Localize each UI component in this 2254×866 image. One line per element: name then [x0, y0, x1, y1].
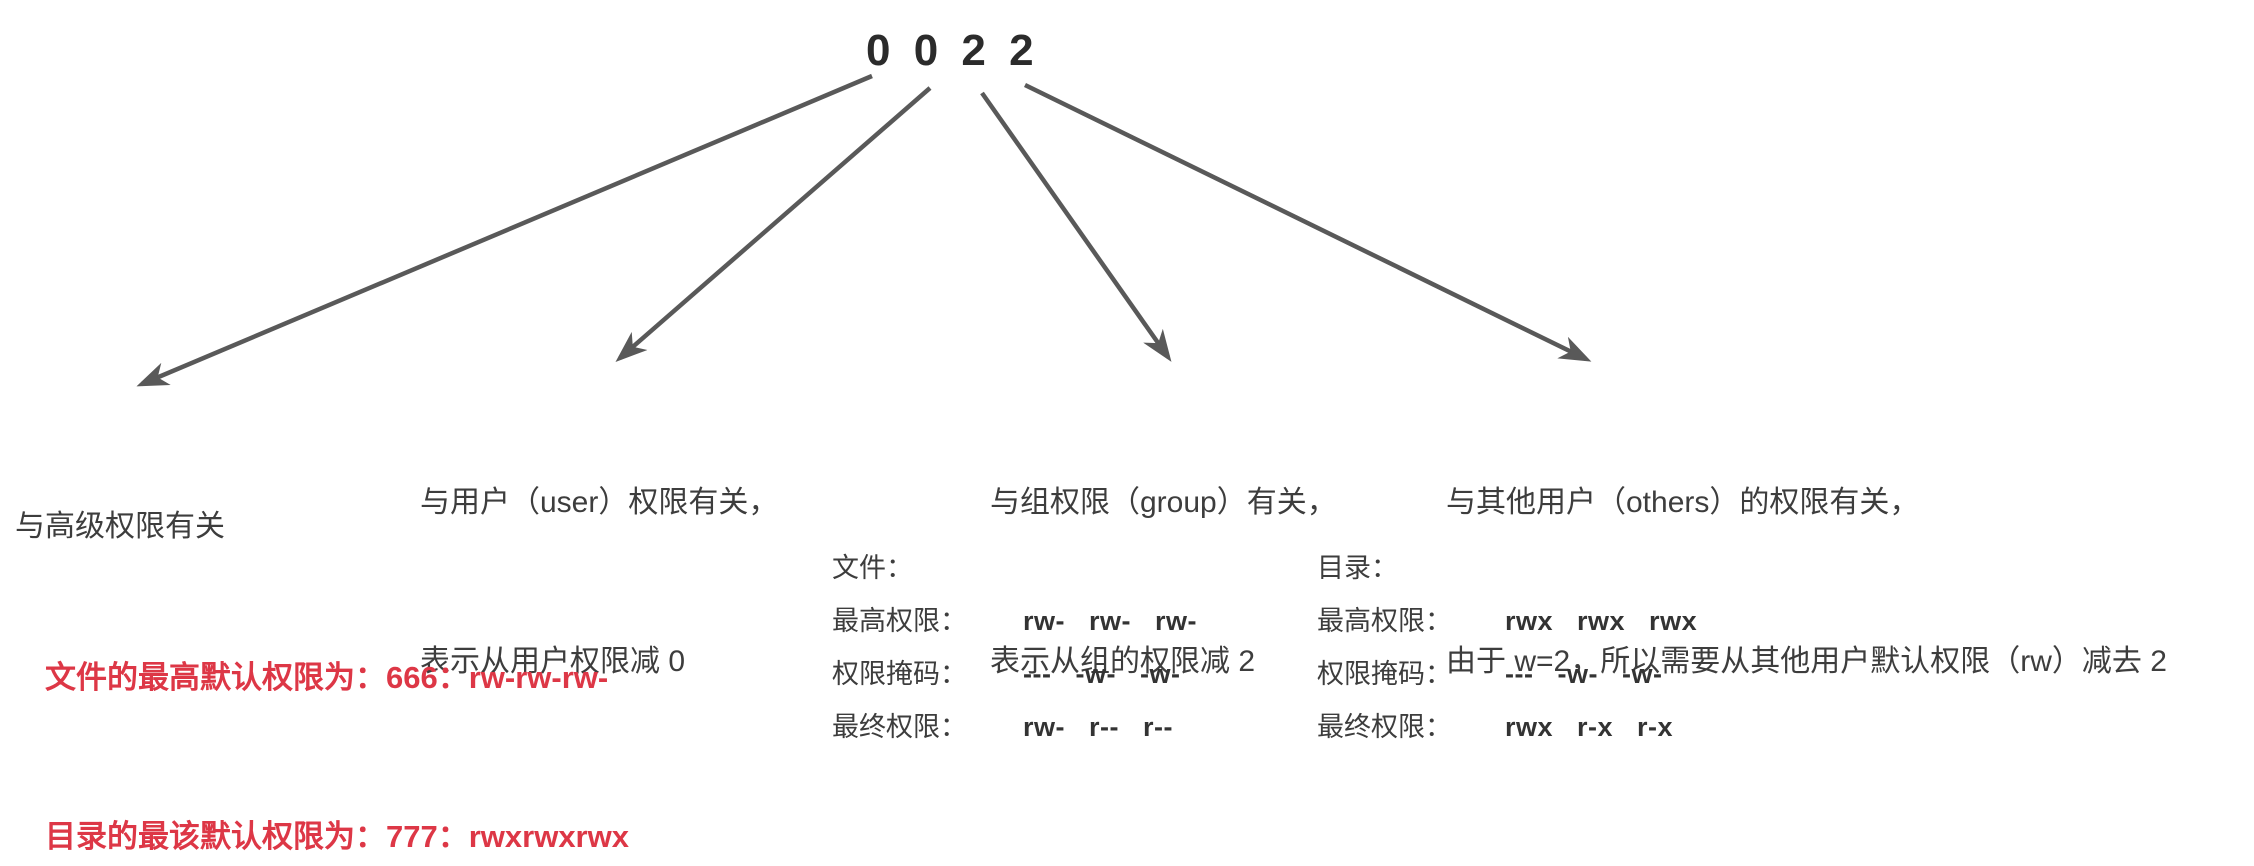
- dir-final-permission-label: 最终权限：: [1317, 712, 1452, 742]
- arrow-digit3-to-group-note: [980, 91, 1172, 362]
- annotation-others-permission: 与其他用户（others）的权限有关， 由于 w=2，所以需要从其他用户默认权限…: [1446, 370, 2167, 794]
- annotation-line: 表示从用户权限减 0: [420, 645, 686, 678]
- arrow-digit4-to-others-note: [1024, 82, 1592, 362]
- file-final-permission-label: 最终权限：: [832, 712, 967, 742]
- annotation-line: 与其他用户（others）的权限有关，: [1446, 486, 1920, 519]
- file-final-permission-value: rw- r-- r--: [1023, 712, 1173, 742]
- arrow-digit1-to-special-note: [136, 73, 873, 387]
- dir-max-permission-label: 最高权限：: [1317, 606, 1452, 636]
- annotation-line: 表示从组的权限减 2: [990, 645, 1256, 678]
- dir-max-permission-value: rwx rwx rwx: [1505, 606, 1698, 636]
- annotation-line: 由于 w=2，所以需要从其他用户默认权限（rw）减去 2: [1446, 645, 2167, 678]
- file-umask-label: 权限掩码：: [832, 659, 967, 689]
- annotation-special-permission: 与高级权限有关: [15, 394, 225, 659]
- default-permission-highlight: 文件的最高默认权限为：666：rw-rw-rw- 目录的最该默认权限为：777：…: [45, 545, 629, 866]
- dir-permission-table: 目录： 最高权限： rwx rwx rwx 权限掩码： --- -w- -w- …: [1317, 542, 1697, 754]
- annotation-line: 与组权限（group）有关，: [990, 486, 1337, 519]
- dir-umask-label: 权限掩码：: [1317, 659, 1452, 689]
- dir-table-title: 目录：: [1317, 553, 1398, 583]
- umask-value: 0 0 2 2: [866, 26, 1036, 75]
- file-umask-value: --- -w- -w-: [1023, 659, 1181, 689]
- file-table-title: 文件：: [832, 553, 913, 583]
- annotation-group-permission: 与组权限（group）有关， 表示从组的权限减 2: [990, 370, 1337, 794]
- arrow-digit2-to-user-note: [615, 86, 932, 362]
- file-max-permission-label: 最高权限：: [832, 606, 967, 636]
- annotation-user-permission: 与用户（user）权限有关， 表示从用户权限减 0: [420, 370, 778, 794]
- annotation-line: 与用户（user）权限有关，: [420, 486, 779, 519]
- file-default-permission-line: 文件的最高默认权限为：666：rw-rw-rw-: [45, 660, 609, 695]
- annotation-line: 与高级权限有关: [15, 510, 225, 543]
- file-max-permission-value: rw- rw- rw-: [1023, 606, 1198, 636]
- dir-default-permission-line: 目录的最该默认权限为：777：rwxrwxrwx: [45, 819, 629, 854]
- file-permission-table: 文件： 最高权限： rw- rw- rw- 权限掩码： --- -w- -w- …: [832, 542, 1197, 754]
- dir-final-permission-value: rwx r-x r-x: [1505, 712, 1674, 742]
- dir-umask-value: --- -w- -w-: [1505, 659, 1663, 689]
